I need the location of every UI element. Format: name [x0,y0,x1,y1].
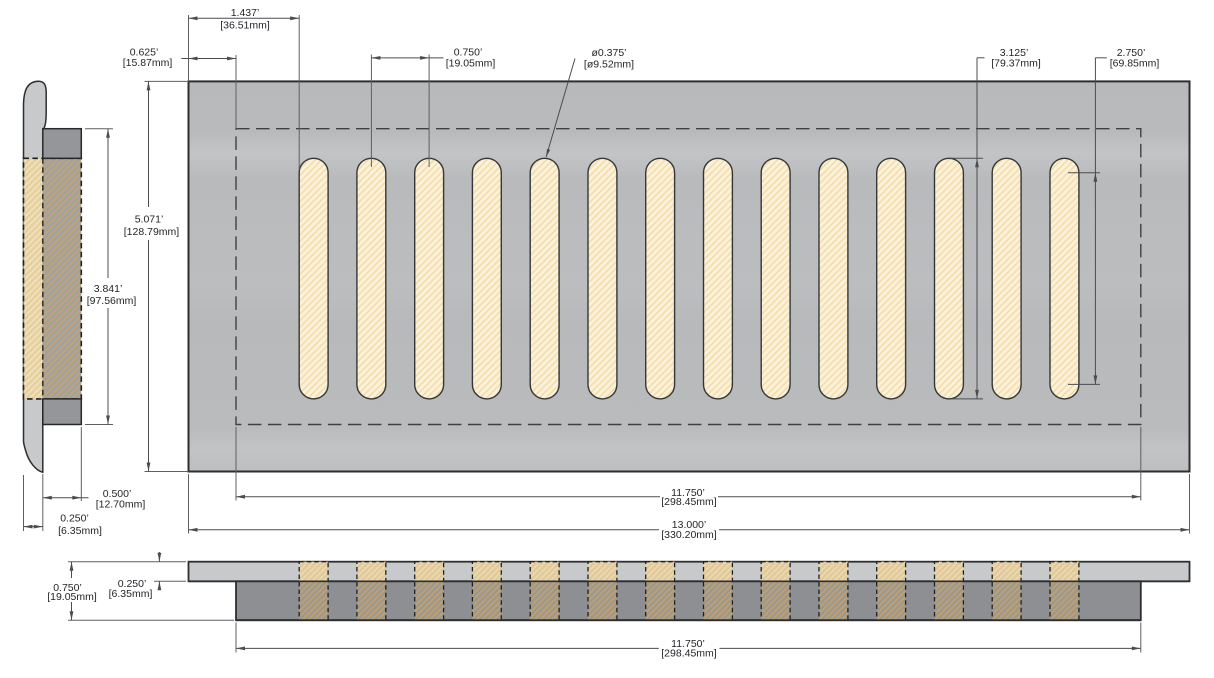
svg-text:[69.85mm]: [69.85mm] [1110,58,1160,70]
svg-text:11.750’: 11.750’ [671,487,705,499]
svg-text:3.125’: 3.125’ [1000,47,1029,59]
svg-text:[330.20mm]: [330.20mm] [661,529,717,541]
svg-text:1.437’: 1.437’ [231,7,260,19]
svg-text:0.250’: 0.250’ [118,578,147,590]
svg-text:[15.87mm]: [15.87mm] [123,57,173,69]
svg-text:[ø9.52mm]: [ø9.52mm] [584,58,634,70]
svg-text:[12.70mm]: [12.70mm] [96,498,146,510]
svg-text:[6.35mm]: [6.35mm] [58,525,102,537]
svg-text:0.625’: 0.625’ [130,47,159,59]
svg-text:[36.51mm]: [36.51mm] [220,19,270,31]
svg-text:ø0.375’: ø0.375’ [591,47,626,59]
svg-text:[79.37mm]: [79.37mm] [991,58,1041,70]
svg-text:[298.45mm]: [298.45mm] [661,648,717,660]
svg-text:11.750’: 11.750’ [671,638,705,650]
svg-text:[97.56mm]: [97.56mm] [87,295,137,307]
svg-text:[6.35mm]: [6.35mm] [109,588,153,600]
svg-text:[298.45mm]: [298.45mm] [661,496,717,508]
svg-text:5.071’: 5.071’ [135,214,164,226]
svg-text:0.750’: 0.750’ [454,46,483,58]
svg-text:0.750’: 0.750’ [53,582,82,594]
svg-text:[19.05mm]: [19.05mm] [446,57,496,69]
svg-text:[128.79mm]: [128.79mm] [124,226,180,238]
svg-text:3.841’: 3.841’ [94,283,123,295]
svg-text:2.750’: 2.750’ [1117,47,1146,59]
svg-text:0.500’: 0.500’ [103,488,132,500]
svg-text:13.000’: 13.000’ [672,519,706,531]
svg-text:[19.05mm]: [19.05mm] [47,591,97,603]
svg-text:0.250’: 0.250’ [60,513,89,525]
